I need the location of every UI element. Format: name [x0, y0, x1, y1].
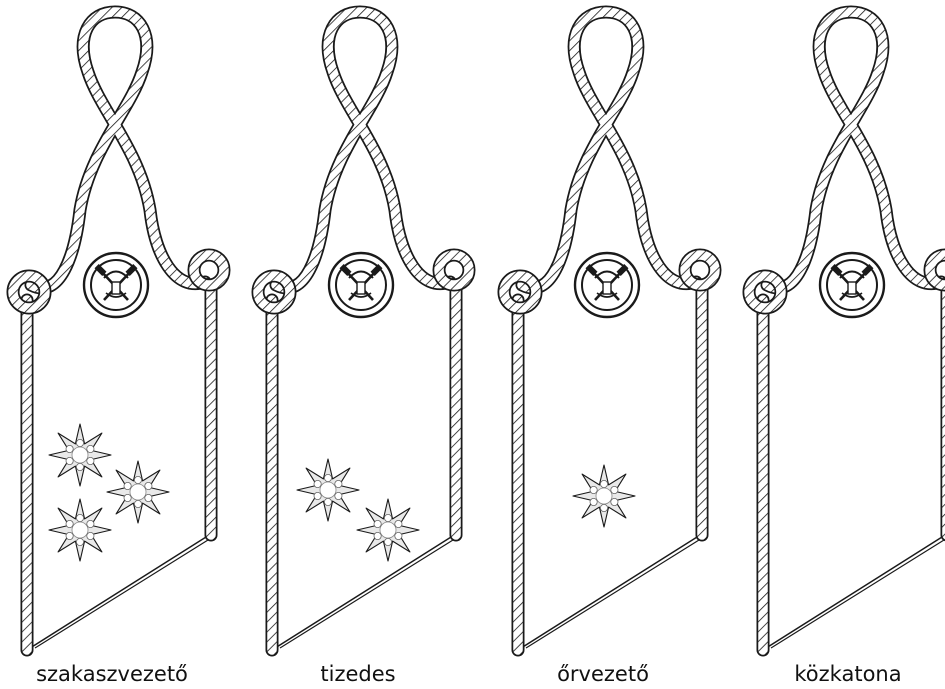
- top-loop-cord: [767, 12, 941, 288]
- eight-point-star-icon: [49, 424, 111, 486]
- crossed-hammers-emblem-icon: [575, 253, 639, 317]
- rank-label-szakaszvezeto: szakaszvezető: [36, 662, 188, 686]
- insignia-tab-tizedes: [258, 12, 469, 650]
- eight-point-star-icon: [297, 459, 359, 521]
- eight-point-star-icon: [107, 461, 169, 523]
- insignia-tab-orvezeto: [504, 12, 715, 650]
- eight-point-star-icon: [49, 499, 111, 561]
- crossed-hammers-emblem-icon: [329, 253, 393, 317]
- shield-outline: [518, 290, 705, 650]
- right-curl: [685, 255, 715, 285]
- eight-point-star-icon: [357, 499, 419, 561]
- insignia-tab-szakaszvezeto: [13, 12, 224, 650]
- shield-outline: [272, 290, 459, 650]
- insignia-tab-kozkatona: [749, 12, 945, 650]
- shield-outline: [27, 290, 214, 650]
- eight-point-star-icon: [573, 465, 635, 527]
- rank-label-tizedes: tizedes: [320, 662, 395, 686]
- top-loop-cord: [276, 12, 450, 288]
- right-curl: [194, 255, 224, 285]
- crossed-hammers-emblem-icon: [84, 253, 148, 317]
- right-curl: [439, 255, 469, 285]
- crossed-hammers-emblem-icon: [820, 253, 884, 317]
- rank-label-orvezeto: őrvezető: [557, 662, 649, 686]
- rank-label-kozkatona: közkatona: [794, 662, 901, 686]
- top-loop-cord: [31, 12, 205, 288]
- right-curl: [930, 255, 945, 285]
- top-loop-cord: [522, 12, 696, 288]
